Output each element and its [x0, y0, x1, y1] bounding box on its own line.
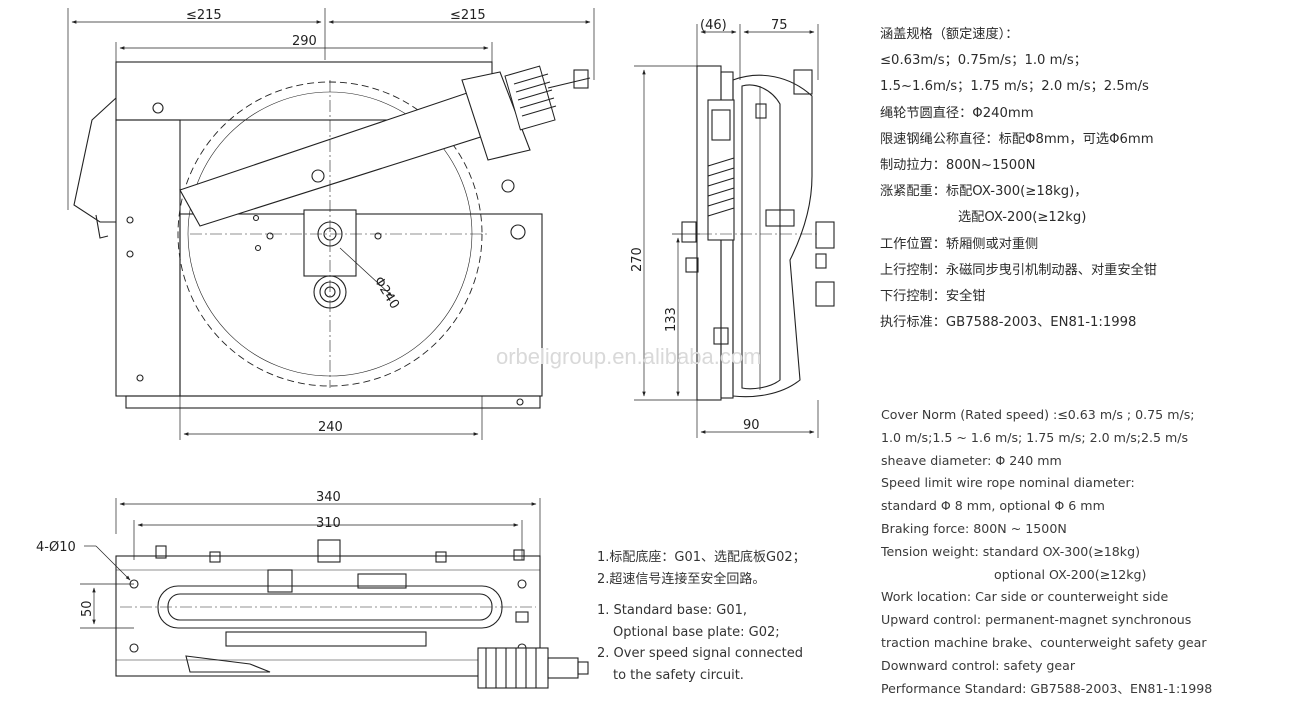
spec-cn-line: 下行控制：安全钳	[880, 289, 986, 305]
spec-cn-line: 涵盖规格（额定速度）：	[880, 27, 1019, 42]
spec-cn-line: 绳轮节圆直径：Φ240mm	[880, 105, 1034, 121]
spec-en-line: Braking force: 800N ~ 1500N	[881, 520, 1067, 536]
front-dim-bottom: 240	[318, 420, 343, 435]
spec-en-line: sheave diameter: Φ 240 mm	[881, 452, 1062, 468]
spec-en-line: Downward control: safety gear	[881, 657, 1076, 673]
notes-spacer	[597, 590, 857, 600]
spec-en-line: 1.0 m/s;1.5 ~ 1.6 m/s; 1.75 m/s; 2.0 m/s…	[881, 429, 1189, 445]
bottom-view	[80, 498, 589, 689]
watermark: orbeligroup.en.alibaba.com	[496, 344, 761, 369]
note-en-line: 2. Over speed signal connected	[597, 646, 804, 661]
spec-cn-line: ≤0.63m/s；0.75m/s；1.0 m/s；	[880, 53, 1087, 69]
side-dim-top-right: 75	[771, 18, 788, 33]
drawing-notes: 1.标配底座：G01、选配底板G02； 2.超速信号连接至安全回路。 1. St…	[597, 547, 857, 686]
spec-cn-line: 涨紧配重：标配OX-300(≥18kg)，	[880, 184, 1088, 200]
bottom-dim-outer: 340	[316, 490, 341, 505]
spec-cn-line: 执行标准：GB7588-2003、EN81-1:1998	[880, 315, 1137, 331]
front-dim-right-half: ≤215	[450, 8, 486, 23]
note-en-line: Optional base plate: G02;	[613, 624, 780, 640]
front-dim-diameter: Φ240	[371, 274, 402, 312]
bottom-dim-holes: 4-Ø10	[36, 540, 76, 555]
spec-cn-line: 1.5~1.6m/s；1.75 m/s；2.0 m/s；2.5m/s	[880, 79, 1149, 95]
spec-cn-line: 制动拉力：800N~1500N	[880, 158, 1036, 174]
side-dim-height: 270	[630, 247, 645, 272]
bottom-dim-vertical: 50	[80, 600, 95, 617]
side-dim-center: 133	[664, 307, 679, 332]
spec-en-line: standard Φ 8 mm, optional Φ 6 mm	[881, 498, 1105, 514]
spec-cn-line: 限速钢绳公称直径：标配Φ8mm，可选Φ6mm	[880, 131, 1154, 147]
side-dim-bottom: 90	[743, 418, 760, 433]
spec-cn-line: 工作位置：轿厢侧或对重侧	[880, 236, 1039, 252]
spec-en-line: Tension weight: standard OX-300(≥18kg)	[881, 543, 1140, 559]
spec-en-line: optional OX-200(≥12kg)	[994, 566, 1147, 582]
spec-en-line: Cover Norm (Rated speed) :≤0.63 m/s ; 0.…	[881, 407, 1195, 422]
front-view	[67, 8, 595, 440]
spec-en-line: Upward control: permanent-magnet synchro…	[881, 612, 1192, 628]
front-dim-top: 290	[292, 34, 317, 49]
specs-chinese: 涵盖规格（额定速度）： ≤0.63m/s；0.75m/s；1.0 m/s； 1.…	[880, 22, 1280, 336]
note-en-line: to the safety circuit.	[613, 667, 744, 683]
spec-en-line: Performance Standard: GB7588-2003、EN81-1…	[881, 680, 1213, 696]
spec-en-line: Speed limit wire rope nominal diameter:	[881, 475, 1135, 491]
spec-cn-line: 上行控制：永磁同步曳引机制动器、对重安全钳	[880, 262, 1157, 278]
spec-cn-line: 选配OX-200(≥12kg)	[958, 210, 1087, 226]
note-cn-line: 2.超速信号连接至安全回路。	[597, 571, 766, 587]
side-dim-top-left: (46)	[700, 18, 727, 33]
spec-en-line: Work location: Car side or counterweight…	[881, 589, 1169, 605]
bottom-dim-inner: 310	[316, 516, 341, 531]
side-view	[634, 24, 835, 438]
front-dim-left-half: ≤215	[186, 8, 222, 23]
spec-en-line: traction machine brake、counterweight saf…	[881, 634, 1207, 650]
specs-english: Cover Norm (Rated speed) :≤0.63 m/s ; 0.…	[881, 404, 1286, 700]
note-cn-line: 1.标配底座：G01、选配底板G02；	[597, 550, 806, 565]
note-en-line: 1. Standard base: G01,	[597, 603, 748, 618]
